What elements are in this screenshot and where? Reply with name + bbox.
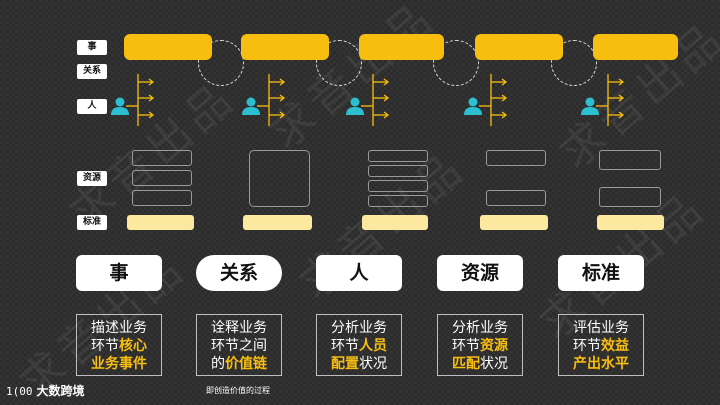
category-label-shi: 事 <box>76 255 162 291</box>
logo-mark: 1(00 <box>6 385 33 398</box>
standard-bar <box>597 215 664 230</box>
event-bar <box>241 34 329 60</box>
standard-bar <box>480 215 548 230</box>
desc-line: 产出水平 <box>573 356 629 372</box>
resource-box <box>599 187 661 207</box>
event-bar <box>475 34 563 60</box>
desc-line: 的价值链 <box>211 356 267 372</box>
description-shi: 描述业务 环节核心 业务事件 <box>76 314 162 376</box>
standard-bar <box>362 215 428 230</box>
row-label-shi: 事 <box>77 40 107 55</box>
standard-bar <box>243 215 312 230</box>
row-label-ren: 人 <box>77 99 107 114</box>
resource-box <box>132 170 192 186</box>
resource-box <box>132 150 192 166</box>
arrowhead <box>148 78 155 86</box>
description-ren: 分析业务 环节人员 配置状况 <box>316 314 402 376</box>
resource-box <box>368 180 428 192</box>
desc-line: 环节人员 <box>331 338 387 354</box>
arrowhead <box>279 78 286 86</box>
arrowhead <box>501 94 508 102</box>
desc-line: 评估业务 <box>573 320 629 336</box>
desc-line: 分析业务 <box>452 320 508 336</box>
arrowhead <box>383 94 390 102</box>
event-bar <box>359 34 444 60</box>
arrowhead <box>148 94 155 102</box>
arrowhead <box>279 94 286 102</box>
standard-bar <box>127 215 194 230</box>
resource-box <box>249 150 310 207</box>
row-label-ziyuan: 资源 <box>77 171 107 186</box>
desc-line: 环节效益 <box>573 338 629 354</box>
resource-box <box>486 150 546 166</box>
relation-arc <box>198 40 244 86</box>
category-label-ren: 人 <box>316 255 402 291</box>
arrowhead <box>501 111 508 119</box>
resource-box <box>368 195 428 207</box>
desc-line: 分析业务 <box>331 320 387 336</box>
description-guanxi: 诠释业务 环节之间 的价值链 <box>196 314 282 376</box>
person-icon <box>111 97 129 115</box>
category-label-biaozhun: 标准 <box>558 255 644 291</box>
arrowhead <box>501 78 508 86</box>
person-icon <box>346 97 364 115</box>
category-label-guanxi: 关系 <box>196 255 282 291</box>
person-icon <box>464 97 482 115</box>
row-label-biaozhun: 标准 <box>77 215 107 230</box>
relation-arc <box>433 40 479 86</box>
logo-text: 大数跨境 <box>36 384 85 398</box>
desc-line: 配置状况 <box>331 356 387 372</box>
desc-line: 匹配状况 <box>452 356 508 372</box>
relation-arc <box>316 40 362 86</box>
arrowhead <box>279 111 286 119</box>
desc-line: 业务事件 <box>91 356 147 372</box>
arrowhead <box>383 111 390 119</box>
arrowhead <box>148 111 155 119</box>
person-icon <box>242 97 260 115</box>
resource-box <box>599 150 661 170</box>
desc-line: 环节资源 <box>452 338 508 354</box>
event-bar <box>124 34 212 60</box>
desc-line: 描述业务 <box>91 320 147 336</box>
category-label-ziyuan: 资源 <box>437 255 523 291</box>
description-ziyuan: 分析业务 环节资源 匹配状况 <box>437 314 523 376</box>
resource-box <box>368 165 428 177</box>
resource-box <box>486 190 546 206</box>
event-bar <box>593 34 678 60</box>
desc-line: 诠释业务 <box>211 320 267 336</box>
relation-arc <box>551 40 597 86</box>
arrowhead <box>383 78 390 86</box>
desc-line: 环节之间 <box>211 338 267 354</box>
person-icon <box>581 97 599 115</box>
desc-line: 环节核心 <box>91 338 147 354</box>
arrowhead <box>618 94 625 102</box>
arrowhead <box>618 78 625 86</box>
arrowhead <box>618 111 625 119</box>
resource-box <box>132 190 192 206</box>
row-label-guanxi: 关系 <box>77 64 107 79</box>
footnote: 即创造价值的过程 <box>206 386 270 395</box>
description-biaozhun: 评估业务 环节效益 产出水平 <box>558 314 644 376</box>
resource-box <box>368 150 428 162</box>
